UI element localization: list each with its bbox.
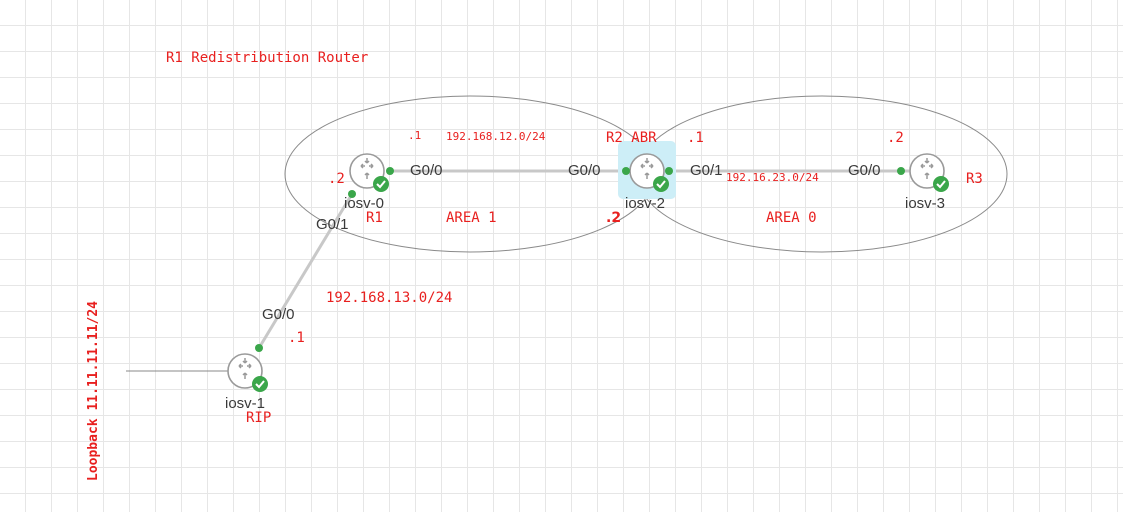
port-label-iosv2-g01: G0/1 xyxy=(690,162,723,179)
port-up-dot xyxy=(897,167,905,175)
network-label-13: 192.168.13.0/24 xyxy=(326,290,453,306)
node-iosv-3[interactable] xyxy=(909,153,949,192)
status-ok-icon xyxy=(933,176,949,192)
ip-suffix-rip-g00: .1 xyxy=(288,330,305,346)
node-label-iosv-0[interactable]: iosv-0 xyxy=(344,195,385,212)
router-arrows-icon xyxy=(238,358,252,379)
router-arrows-icon xyxy=(640,158,654,179)
port-up-dot xyxy=(348,190,356,198)
node-iosv-2[interactable] xyxy=(629,153,669,192)
port-up-dot xyxy=(665,167,673,175)
ip-suffix-r2-g00: .2 xyxy=(606,210,622,226)
network-label-23: 192.16.23.0/24 xyxy=(726,171,819,184)
port-label-iosv1-g00: G0/0 xyxy=(262,306,295,323)
status-ok-icon xyxy=(373,176,389,192)
status-ok-icon xyxy=(252,376,268,392)
node-label-iosv-3[interactable]: iosv-3 xyxy=(905,195,946,212)
router-arrows-icon xyxy=(920,158,934,179)
node-label-iosv-1[interactable]: iosv-1 xyxy=(225,395,266,412)
port-up-dot xyxy=(386,167,394,175)
router-label-r1: R1 xyxy=(366,210,383,226)
port-label-iosv0-g01: G0/1 xyxy=(316,216,349,233)
diagram-title: R1 Redistribution Router xyxy=(166,50,369,66)
ip-suffix-r2-g01: .1 xyxy=(687,130,704,146)
node-label-iosv-2[interactable]: iosv-2 xyxy=(625,195,666,212)
router-arrows-icon xyxy=(360,158,374,179)
node-iosv-0[interactable] xyxy=(349,153,389,192)
port-label-iosv3-g00: G0/0 xyxy=(848,162,881,179)
ip-suffix-r3-g00: .2 xyxy=(887,130,904,146)
port-label-iosv0-g00: G0/0 xyxy=(410,162,443,179)
ip-suffix-r1-g01: .2 xyxy=(328,171,345,187)
port-label-iosv2-g00: G0/0 xyxy=(568,162,601,179)
area-label-1: AREA 1 xyxy=(446,210,497,226)
ip-suffix-r1-g00: .1 xyxy=(408,129,422,142)
node-iosv-1[interactable] xyxy=(227,353,268,392)
area-label-0: AREA 0 xyxy=(766,210,817,226)
router-label-r2-abr: R2 ABR xyxy=(606,130,657,146)
link-iosv0-iosv1[interactable] xyxy=(257,193,354,349)
router-label-rip: RIP xyxy=(246,410,272,426)
loopback-label: Loopback 11.11.11.11/24 xyxy=(86,300,101,481)
network-label-12: 192.168.12.0/24 xyxy=(446,130,546,143)
port-up-dot xyxy=(255,344,263,352)
status-ok-icon xyxy=(653,176,669,192)
router-label-r3: R3 xyxy=(966,171,983,187)
port-up-dot xyxy=(622,167,630,175)
